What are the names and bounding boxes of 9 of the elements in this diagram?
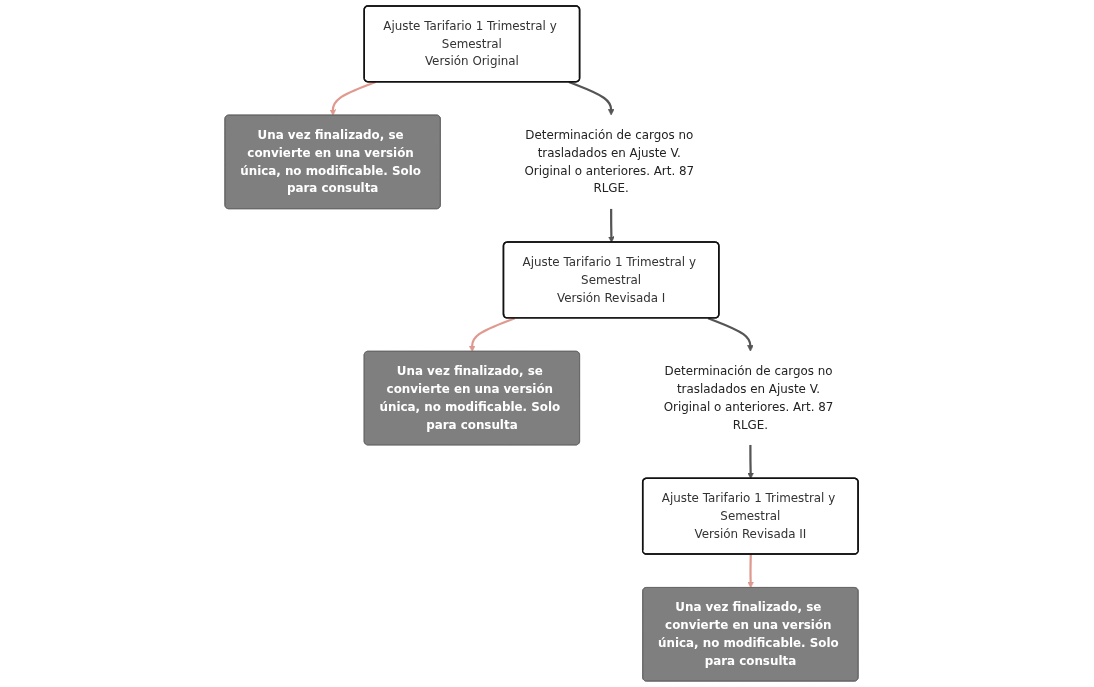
arrow: [707, 317, 754, 352]
node-text: Determinación de cargos no trasladados en Ajuste V. Original o anteriores. Art. 87 RLGE.: [663, 363, 834, 432]
arrow: [747, 554, 754, 589]
arrow: [329, 81, 376, 116]
arrow: [568, 81, 615, 116]
arrow: [747, 444, 754, 479]
arrow: [468, 317, 516, 352]
node-text: Determinación de cargos no trasladados en Ajuste V. Original o anteriores. Art. 87 RLGE.: [524, 127, 694, 196]
arrow: [608, 208, 615, 243]
